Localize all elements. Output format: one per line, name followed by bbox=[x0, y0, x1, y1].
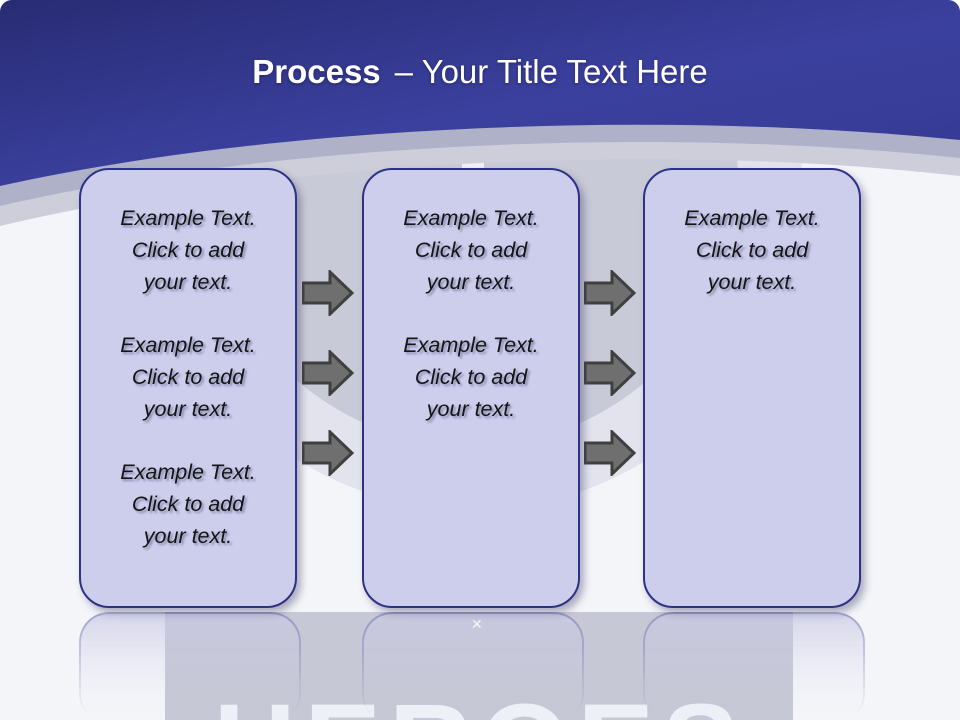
process-box-3[interactable]: Example Text. Click to add your text. bbox=[643, 168, 861, 608]
arrow-right-icon bbox=[584, 430, 636, 476]
slide-title[interactable]: Process – Your Title Text Here bbox=[0, 52, 960, 92]
placeholder-text: Example Text. Click to add your text. bbox=[403, 206, 539, 294]
arrow-right-icon bbox=[584, 270, 636, 316]
placeholder-text: Example Text. Click to add your text. bbox=[120, 206, 256, 294]
arrow-right-icon bbox=[302, 350, 354, 396]
sparkle-icon: ✕ bbox=[471, 616, 483, 632]
placeholder-text: Example Text. Click to add your text. bbox=[403, 333, 539, 421]
arrow-right-icon bbox=[302, 270, 354, 316]
placeholder-text: Example Text. Click to add your text. bbox=[120, 333, 256, 421]
box-reflection bbox=[362, 612, 584, 720]
header-curve bbox=[0, 0, 960, 186]
box-reflection bbox=[79, 612, 301, 720]
process-box-2[interactable]: Example Text. Click to add your text. Ex… bbox=[362, 168, 580, 608]
placeholder-text: Example Text. Click to add your text. bbox=[120, 460, 256, 548]
arrow-right-icon bbox=[302, 430, 354, 476]
process-box-1[interactable]: Example Text. Click to add your text. Ex… bbox=[79, 168, 297, 608]
placeholder-text: Example Text. Click to add your text. bbox=[684, 206, 820, 294]
box-reflection bbox=[643, 612, 865, 720]
title-keyword: Process bbox=[252, 53, 381, 90]
arrow-right-icon bbox=[584, 350, 636, 396]
title-text: – Your Title Text Here bbox=[394, 53, 708, 90]
